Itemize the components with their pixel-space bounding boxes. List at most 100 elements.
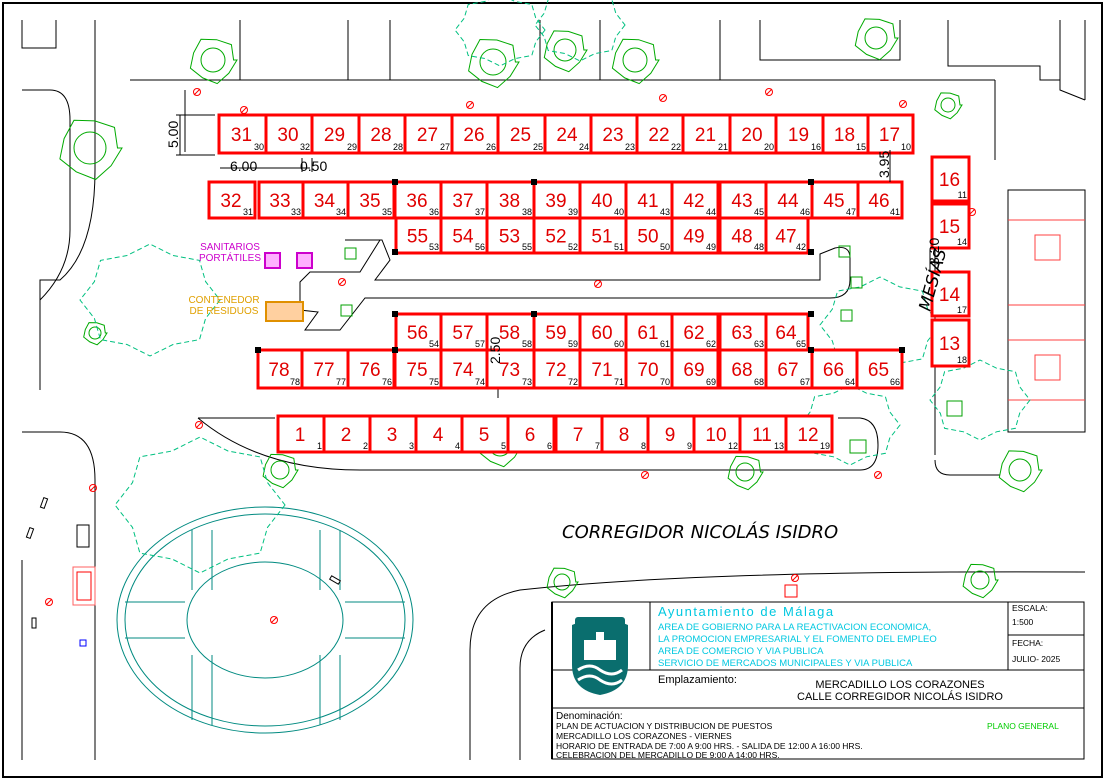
plan-type: PLANO GENERAL <box>987 721 1059 731</box>
stall-number: 11 <box>752 425 772 446</box>
stall-sub-number: 16 <box>811 142 821 152</box>
tree-canopy <box>79 243 221 357</box>
tree <box>546 567 579 599</box>
denomination-line-3: HORARIO DE ENTRADA DE 7:00 A 9:00 HRS. -… <box>556 741 863 751</box>
stall-number: 49 <box>683 227 704 248</box>
stall-number: 70 <box>637 360 658 381</box>
tree <box>854 18 899 61</box>
stall-number: 12 <box>797 425 818 446</box>
stall-number: 63 <box>731 323 752 344</box>
stall-sub-number: 76 <box>382 377 392 387</box>
stalls: 3130303229292828272726262525242423232222… <box>207 113 971 454</box>
stall-number: 15 <box>939 217 960 238</box>
stall-number: 64 <box>775 323 797 344</box>
lamp-marker <box>466 101 474 109</box>
stall-number: 73 <box>499 360 520 381</box>
stall-box <box>346 180 396 220</box>
city-crest-logo <box>572 617 628 695</box>
lamp-marker <box>338 278 346 286</box>
dept-line-2: LA PROMOCION EMPRESARIAL Y EL FOMENTO DE… <box>658 634 937 645</box>
stall-number: 58 <box>499 323 520 344</box>
stall-sub-number: 8 <box>641 441 646 451</box>
date-value: JULIO- 2025 <box>1012 654 1060 664</box>
stall-sub-number: 46 <box>800 207 810 217</box>
stall-number: 45 <box>823 191 844 212</box>
stall-sub-number: 38 <box>522 207 532 217</box>
post <box>392 249 398 255</box>
stall-number: 67 <box>777 360 798 381</box>
stall-sub-number: 45 <box>754 207 764 217</box>
stall-number: 71 <box>591 360 612 381</box>
stall-box <box>670 348 720 390</box>
dept-line-3: AREA DE COMERCIO Y VIA PUBLICA <box>658 646 824 657</box>
stall-number: 39 <box>545 191 566 212</box>
post <box>392 347 398 353</box>
stall-number: 41 <box>637 191 658 212</box>
stall-number: 34 <box>314 191 336 212</box>
post <box>808 249 814 255</box>
dept-line-1: AREA DE GOBIERNO PARA LA REACTIVACION EC… <box>658 622 931 633</box>
dimension-lines <box>176 114 931 272</box>
stall-sub-number: 32 <box>300 142 310 152</box>
stall-number: 29 <box>324 125 345 146</box>
stall-sub-number: 51 <box>614 242 624 252</box>
sanitario-2 <box>296 252 313 269</box>
stall-sub-number: 63 <box>754 339 764 349</box>
stall-sub-number: 6 <box>547 441 552 451</box>
stall-sub-number: 71 <box>614 377 624 387</box>
lamp-marker <box>765 88 773 96</box>
stall-number: 33 <box>269 191 290 212</box>
lamp-marker <box>89 484 97 492</box>
parked-objects <box>25 496 798 647</box>
stall-number: 1 <box>295 425 306 446</box>
stall-box <box>600 414 650 454</box>
stall-sub-number: 44 <box>706 207 716 217</box>
stall-sub-number: 25 <box>533 142 543 152</box>
stall-box <box>393 180 443 220</box>
stall-sub-number: 68 <box>754 377 764 387</box>
lamp-marker <box>45 598 53 606</box>
street-main: CORREGIDOR NICOLÁS ISIDRO <box>562 521 838 543</box>
stall-number: 57 <box>452 323 473 344</box>
stall-number: 36 <box>406 191 427 212</box>
stall-box <box>624 216 674 255</box>
lamp-marker <box>270 616 278 624</box>
stall-number: 62 <box>683 323 704 344</box>
stall-sub-number: 55 <box>522 242 532 252</box>
stall-sub-number: 43 <box>660 207 670 217</box>
lamp-marker <box>641 471 649 479</box>
stall-sub-number: 3 <box>409 441 414 451</box>
contenedores-label-1: CONTENEDOR <box>188 295 259 306</box>
stall-number: 72 <box>545 360 566 381</box>
location-line-2: CALLE CORREGIDOR NICOLÁS ISIDRO <box>797 690 1003 703</box>
stall-sub-number: 48 <box>754 242 764 252</box>
denomination-label: Denominación: <box>556 711 623 722</box>
stall-number: 53 <box>499 227 520 248</box>
stall-box <box>681 113 732 155</box>
dept-line-4: SERVICIO DE MERCADOS MUNICIPALES Y VIA P… <box>658 658 913 669</box>
stall-number: 69 <box>683 360 704 381</box>
